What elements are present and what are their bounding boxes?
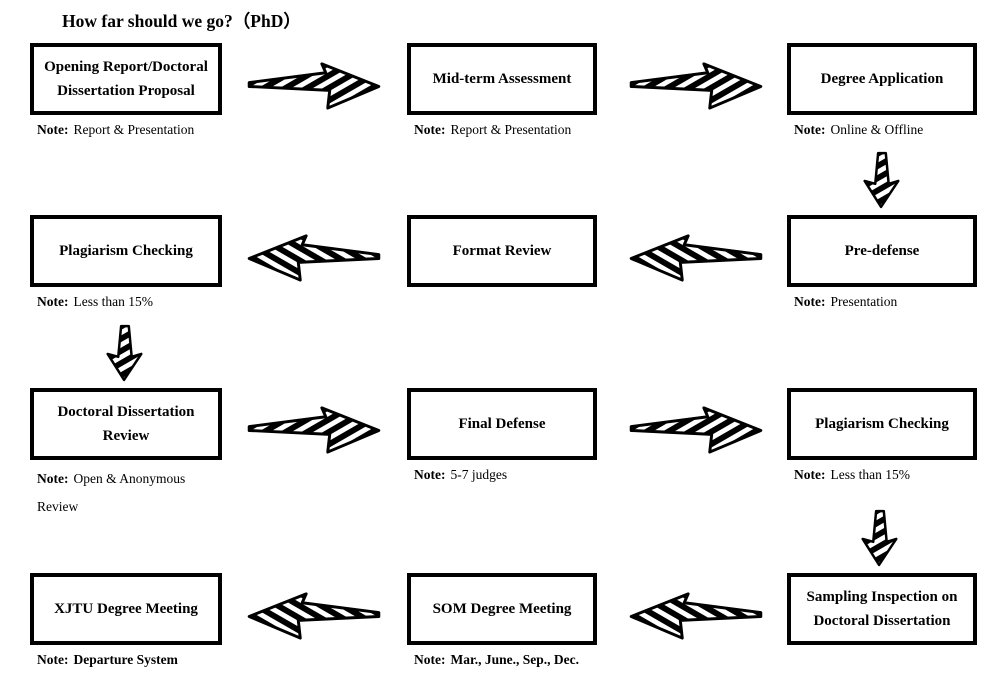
flow-box-label: Mid-term Assessment — [432, 71, 572, 87]
note-prefix: Note: — [414, 122, 446, 137]
page-title: How far should we go?（PhD） — [62, 11, 301, 31]
flow-box-note: Note: Presentation — [787, 292, 977, 312]
flow-box-label: Format Review — [452, 243, 552, 259]
flow-box-note: Note: 5-7 judges — [407, 465, 597, 485]
arrow-right-icon — [629, 62, 763, 110]
note-text: 5-7 judges — [450, 467, 508, 482]
arrow-down-icon — [106, 324, 143, 382]
flow-box: Plagiarism Checking — [787, 388, 977, 460]
flow-box-label: XJTU Degree Meeting — [54, 601, 198, 617]
note-prefix: Note: — [794, 294, 826, 309]
note-text: Report & Presentation — [450, 122, 572, 137]
flow-box-note: Note: Report & Presentation — [30, 120, 222, 140]
flow-box-plagiarism-checking-2: Plagiarism Checking Note: Less than 15% — [787, 388, 977, 485]
note-prefix: Note: — [37, 652, 69, 667]
note-text: Report & Presentation — [73, 122, 195, 137]
note-prefix: Note: — [37, 294, 69, 309]
note-text: Departure System — [73, 652, 178, 667]
flow-box: Doctoral Dissertation Review — [30, 388, 222, 460]
arrow-down-icon — [861, 509, 898, 567]
arrow-left-icon — [629, 592, 763, 640]
flow-box: Final Defense — [407, 388, 597, 460]
note-prefix: Note: — [414, 467, 446, 482]
flow-box: Format Review — [407, 215, 597, 287]
flow-box-mid-term-assessment: Mid-term Assessment Note: Report & Presen… — [407, 43, 597, 140]
note-text: Online & Offline — [830, 122, 924, 137]
flow-box-dissertation-review: Doctoral Dissertation Review Note:Open &… — [30, 388, 222, 520]
note-prefix: Note: — [794, 122, 826, 137]
flow-box-label: Pre-defense — [844, 243, 920, 259]
flow-box-note: Note: Departure System — [30, 650, 222, 670]
flow-box-degree-application: Degree Application Note: Online & Offline — [787, 43, 977, 140]
flow-box-note: Note: Less than 15% — [30, 292, 222, 312]
flow-box-note: Note: Mar., June., Sep., Dec. — [407, 650, 597, 670]
flow-box: Mid-term Assessment — [407, 43, 597, 115]
flow-box: XJTU Degree Meeting — [30, 573, 222, 645]
flow-box: Degree Application — [787, 43, 977, 115]
flow-box: Opening Report/Doctoral Dissertation Pro… — [30, 43, 222, 115]
arrow-left-icon — [247, 592, 381, 640]
flow-box-label: Degree Application — [820, 71, 944, 87]
flow-box-label: SOM Degree Meeting — [432, 601, 572, 617]
flow-box: Sampling Inspection on Doctoral Disserta… — [787, 573, 977, 645]
note-prefix: Note: — [794, 467, 826, 482]
flow-box-label: Plagiarism Checking — [59, 243, 193, 259]
flow-box: Plagiarism Checking — [30, 215, 222, 287]
flow-box-note: Note: Online & Offline — [787, 120, 977, 140]
note-text: Mar., June., Sep., Dec. — [450, 652, 579, 667]
note-text: Open & Anonymous Review — [37, 471, 186, 514]
flow-box-sampling-inspection: Sampling Inspection on Doctoral Disserta… — [787, 573, 977, 645]
flow-box-label: Final Defense — [458, 416, 546, 432]
flow-box-note: Note: Less than 15% — [787, 465, 977, 485]
flow-box-label: Opening Report/Doctoral Dissertation Pro… — [44, 59, 208, 99]
flow-box-label: Plagiarism Checking — [815, 416, 949, 432]
arrow-right-icon — [629, 406, 763, 454]
arrow-left-icon — [247, 234, 381, 282]
flow-box-som-degree-meeting: SOM Degree Meeting Note: Mar., June., Sep… — [407, 573, 597, 670]
note-prefix: Note: — [414, 652, 446, 667]
arrow-down-icon — [863, 151, 900, 209]
note-prefix: Note: — [37, 122, 69, 137]
flow-box-note: Note:Open & Anonymous Review — [30, 465, 222, 520]
note-prefix: Note: — [37, 471, 69, 486]
flow-box-label: Doctoral Dissertation Review — [57, 404, 195, 444]
flow-box-opening-report: Opening Report/Doctoral Dissertation Pro… — [30, 43, 222, 140]
flow-box: Pre-defense — [787, 215, 977, 287]
arrow-right-icon — [247, 62, 381, 110]
flow-box-label: Sampling Inspection on Doctoral Disserta… — [806, 589, 958, 629]
flow-box: SOM Degree Meeting — [407, 573, 597, 645]
note-text: Less than 15% — [830, 467, 910, 482]
note-text: Presentation — [830, 294, 898, 309]
arrow-left-icon — [629, 234, 763, 282]
flow-box-format-review: Format Review — [407, 215, 597, 287]
arrow-right-icon — [247, 406, 381, 454]
flow-box-plagiarism-checking-1: Plagiarism Checking Note: Less than 15% — [30, 215, 222, 312]
flow-box-note: Note: Report & Presentation — [407, 120, 597, 140]
flow-box-final-defense: Final Defense Note: 5-7 judges — [407, 388, 597, 485]
note-text: Less than 15% — [73, 294, 153, 309]
flow-box-pre-defense: Pre-defense Note: Presentation — [787, 215, 977, 312]
flow-box-xjtu-degree-meeting: XJTU Degree Meeting Note: Departure Syste… — [30, 573, 222, 670]
